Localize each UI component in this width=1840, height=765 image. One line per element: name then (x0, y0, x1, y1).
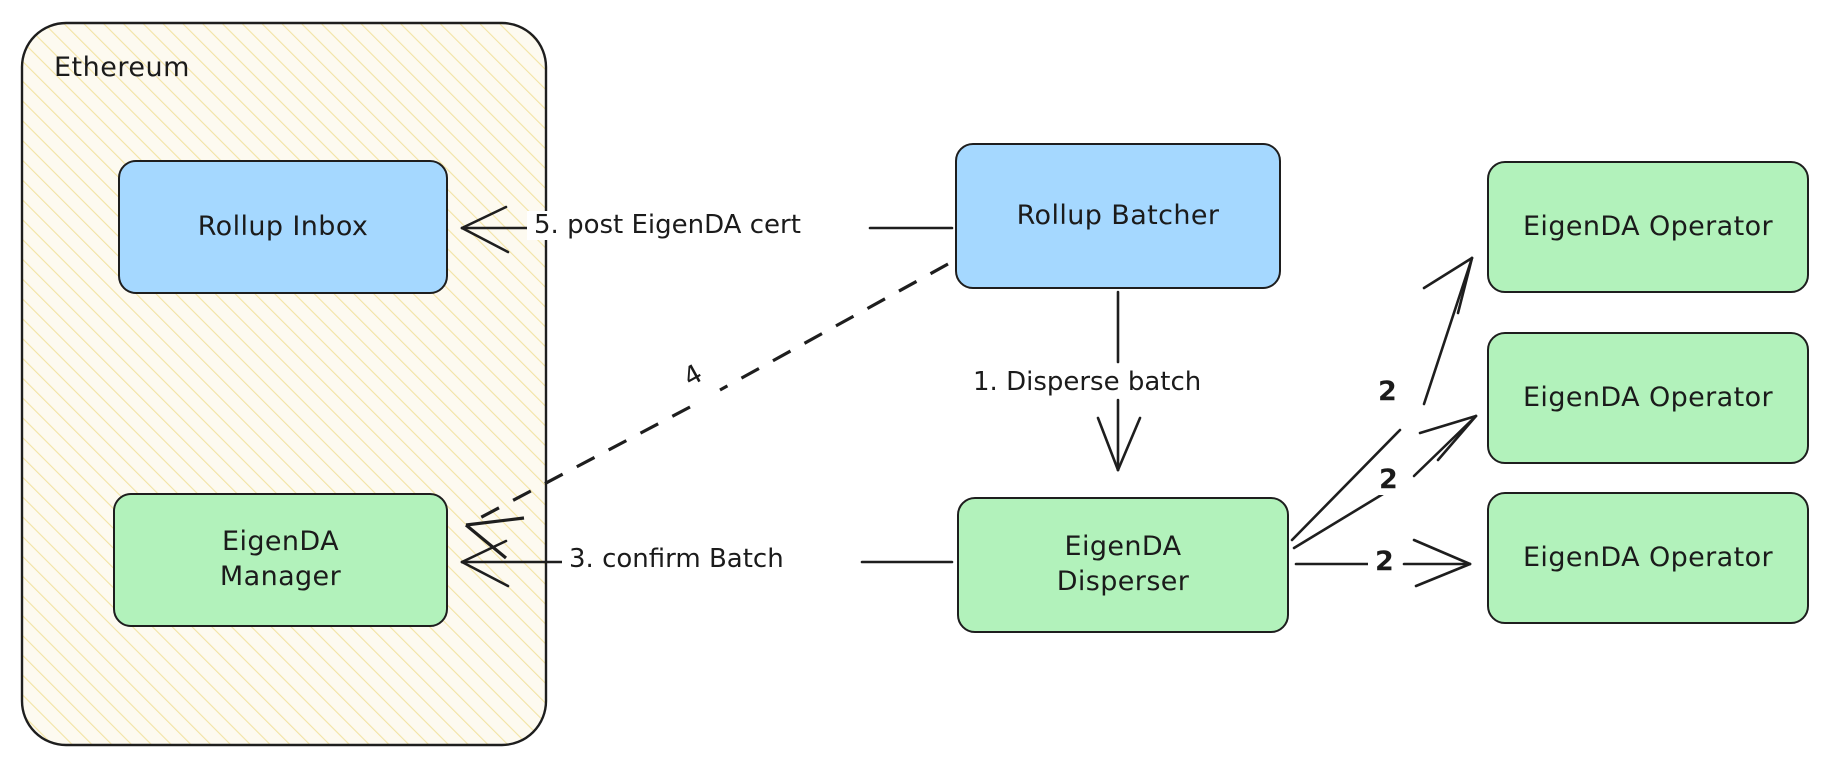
node-eigenda-operator-2-label: EigenDA Operator (1522, 381, 1774, 413)
group-title-ethereum: Ethereum (54, 52, 190, 83)
edge-5-post-eigenda-cert (460, 205, 954, 254)
node-eigenda-manager-label: EigenDA Manager (219, 526, 342, 592)
node-rollup-inbox-label: Rollup Inbox (197, 210, 369, 242)
edge-2a-to-operator-1 (1290, 256, 1474, 542)
edge-label-3: 3. confirm Batch (562, 545, 791, 574)
edge-4-dashed (464, 262, 949, 560)
edge-label-2c: 2 (1368, 547, 1401, 577)
node-eigenda-disperser-label: EigenDA Disperser (1056, 531, 1190, 597)
edge-3-confirm-batch (460, 539, 954, 588)
edge-2b-to-operator-2 (1292, 414, 1478, 550)
node-eigenda-operator-1-label: EigenDA Operator (1522, 210, 1774, 242)
node-eigenda-operator-1[interactable]: EigenDA Operator (1487, 161, 1809, 293)
edge-label-2b: 2 (1372, 465, 1405, 495)
edge-label-5: 5. post EigenDA cert (527, 211, 808, 240)
node-rollup-batcher[interactable]: Rollup Batcher (955, 143, 1281, 289)
node-eigenda-manager[interactable]: EigenDA Manager (113, 493, 448, 627)
node-eigenda-operator-3[interactable]: EigenDA Operator (1487, 492, 1809, 624)
node-eigenda-disperser[interactable]: EigenDA Disperser (957, 497, 1289, 633)
node-rollup-batcher-label: Rollup Batcher (1016, 199, 1220, 231)
node-eigenda-operator-3-label: EigenDA Operator (1522, 541, 1774, 573)
edge-2c-to-operator-3 (1294, 538, 1472, 588)
edge-1-disperse-batch (1096, 290, 1142, 472)
node-eigenda-operator-2[interactable]: EigenDA Operator (1487, 332, 1809, 464)
edge-label-1: 1. Disperse batch (966, 368, 1209, 397)
group-ethereum-container (20, 21, 548, 747)
node-rollup-inbox[interactable]: Rollup Inbox (118, 160, 448, 294)
edge-label-2a: 2 (1371, 377, 1404, 407)
